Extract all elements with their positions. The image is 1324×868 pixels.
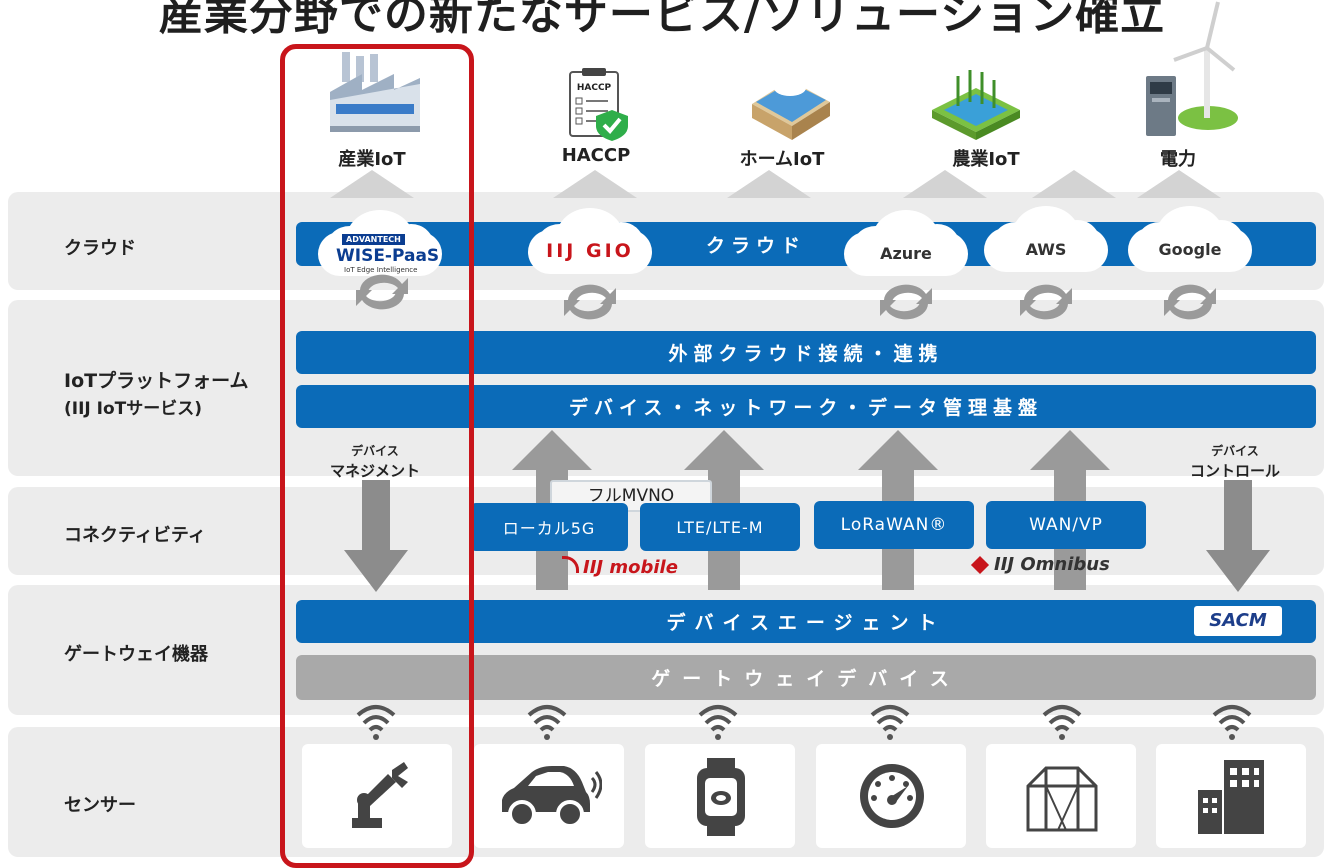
- layer-label-gateway: ゲートウェイ機器: [64, 644, 208, 665]
- cloud-wise-paas: ADVANTECH WISE-PaaS IoT Edge Intelligenc…: [318, 210, 442, 276]
- sacm-logo: SACM: [1194, 606, 1282, 636]
- device-management-label-1: デバイス: [351, 444, 399, 458]
- local-5g-box: ローカル5G: [470, 503, 628, 551]
- car-icon: [502, 766, 602, 828]
- device-agent-bar: デバイスエージェント: [296, 600, 1316, 643]
- up-arrow-cloud-1: [330, 170, 414, 198]
- factory-icon: [330, 52, 420, 132]
- cycle-icon: [1020, 284, 1072, 320]
- layer-label-platform: IoTプラットフォーム: [64, 370, 249, 392]
- building-icon: [1198, 760, 1264, 834]
- device-mgmt-bar: デバイス・ネットワーク・データ管理基盤: [296, 385, 1316, 428]
- device-control-label-1: デバイス: [1211, 444, 1259, 458]
- gateway-device-bar: ゲートウェイデバイス: [296, 655, 1316, 700]
- up-arrow-cloud-3: [727, 170, 811, 198]
- device-control-label-2: コントロール: [1189, 462, 1280, 480]
- page-title: 産業分野での新たなサービス/ソリューション確立: [158, 0, 1166, 40]
- wise-paas-tagline: IoT Edge Intelligence: [344, 266, 418, 274]
- sensor-card-building: [1156, 744, 1306, 848]
- smartwatch-icon: [697, 758, 745, 836]
- device-control-arrow: [1206, 480, 1270, 592]
- cloud-aws: AWS: [984, 206, 1108, 272]
- layer-label-cloud: クラウド: [64, 238, 136, 259]
- field-icon: [932, 70, 1020, 140]
- wifi-icon: [356, 705, 396, 740]
- up-arrow-cloud-4: [903, 170, 987, 198]
- cloud-iij-gio: IIJ GIO: [528, 208, 652, 274]
- top-item-agri-iot: 農業IoT: [952, 149, 1020, 170]
- iij-mobile-logo: IIJ mobile: [562, 556, 678, 578]
- sensor-card-gauge: [816, 744, 966, 848]
- gauge-icon: [860, 764, 924, 828]
- iij-gio-logo: IIJ GIO: [546, 240, 634, 262]
- cloud-google: Google: [1128, 206, 1252, 272]
- lte-box: LTE/LTE-M: [640, 503, 800, 551]
- external-cloud-bar: 外部クラウド接続・連携: [296, 331, 1316, 374]
- iij-mobile-text: IIJ mobile: [583, 557, 678, 578]
- iij-omnibus-logo: IIJ Omnibus: [970, 554, 1110, 575]
- wind-turbine-icon: [1146, 1, 1238, 136]
- wise-paas-logo: WISE-PaaS: [336, 246, 440, 266]
- advantech-logo: ADVANTECH: [342, 234, 405, 245]
- industry-iot-highlight-frame: [280, 44, 474, 868]
- top-item-home-iot: ホームIoT: [739, 149, 825, 170]
- robot-arm-icon: [352, 762, 408, 828]
- wan-box: WAN/VP: [986, 501, 1146, 549]
- up-arrow-cloud-2: [553, 170, 637, 198]
- device-management-arrow: [344, 480, 408, 592]
- cloud-bar-label: クラウド: [705, 234, 806, 257]
- top-item-haccp: HACCP: [561, 145, 631, 166]
- sacm-text: SACM: [1209, 610, 1267, 631]
- wifi-icon: [527, 705, 567, 740]
- lorawan-box: LoRaWAN®: [814, 501, 974, 549]
- cycle-icon: [356, 274, 408, 310]
- iij-mobile-icon: [562, 556, 579, 573]
- wifi-icon: [1042, 705, 1082, 740]
- wifi-icon: [1212, 705, 1252, 740]
- azure-label: Azure: [880, 244, 932, 263]
- up-arrow-cloud-6: [1137, 170, 1221, 198]
- sensor-card-greenhouse: [986, 744, 1136, 848]
- clipboard-icon: HACCP: [569, 68, 628, 141]
- layer-label-sensor: センサー: [64, 795, 136, 816]
- cycle-icon: [564, 284, 616, 320]
- top-item-industry-iot: 産業IoT: [338, 149, 406, 170]
- up-arrow-cloud-5: [1032, 170, 1116, 198]
- cycle-icon: [1164, 284, 1216, 320]
- top-item-power: 電力: [1160, 149, 1196, 170]
- greenhouse-icon: [1026, 766, 1098, 832]
- layer-label-platform-sub: (IIJ IoTサービス): [64, 399, 203, 419]
- sensor-card-robot: [302, 744, 452, 848]
- sensor-card-watch: [645, 744, 795, 848]
- wifi-icon: [698, 705, 738, 740]
- omnibus-cube-icon: [970, 555, 990, 575]
- sensor-card-car: [474, 744, 624, 848]
- cycle-icon: [880, 284, 932, 320]
- cloud-azure: Azure: [844, 210, 968, 276]
- aws-label: AWS: [1025, 240, 1067, 259]
- google-label: Google: [1158, 240, 1222, 259]
- layer-label-connectivity: コネクティビティ: [64, 525, 206, 546]
- iij-omnibus-text: IIJ Omnibus: [994, 554, 1110, 575]
- device-management-label-2: マネジメント: [329, 462, 420, 480]
- haccp-doc-label: HACCP: [577, 83, 612, 93]
- wifi-icon: [870, 705, 910, 740]
- house-icon: [752, 80, 830, 140]
